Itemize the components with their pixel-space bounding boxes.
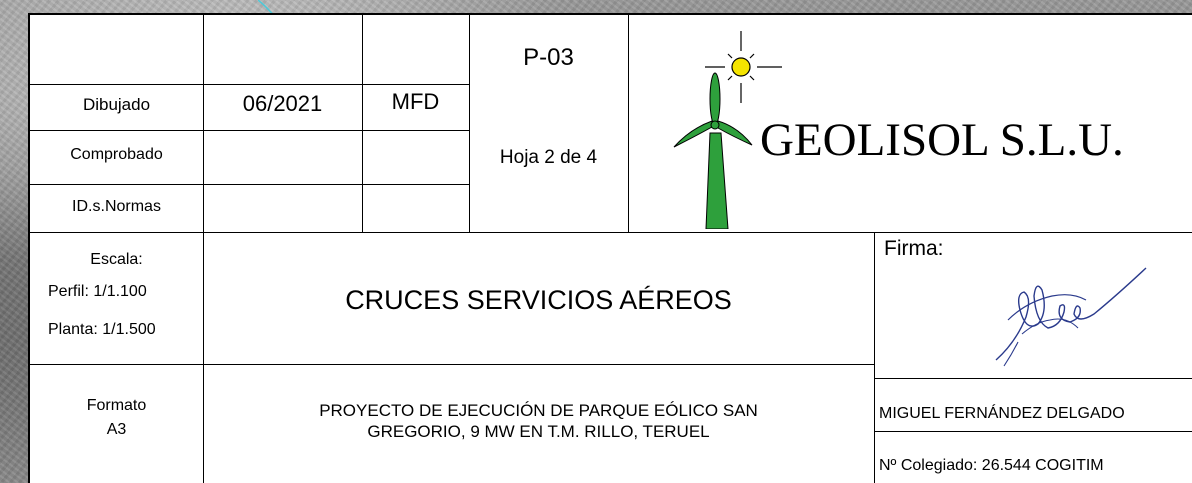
drawn-by-label: Dibujado xyxy=(82,95,151,114)
grid-line xyxy=(30,84,469,85)
plan-code: P-03 xyxy=(523,44,574,71)
project-line-1: PROYECTO DE EJECUCIÓN DE PARQUE EÓLICO S… xyxy=(319,401,758,420)
scale-label: Escala: xyxy=(90,251,143,268)
signature-label: Firma: xyxy=(884,237,944,260)
grid-line xyxy=(628,15,629,232)
standards-label: ID.s.Normas xyxy=(72,198,161,215)
engineer-license: Nº Colegiado: 26.544 COGITIM xyxy=(879,457,1104,474)
turbine-icon xyxy=(673,72,753,229)
scale-plan: Planta: 1/1.500 xyxy=(48,321,156,338)
grid-line xyxy=(30,130,469,131)
title-block: Dibujado 06/2021 MFD Comprobado ID.s.Nor… xyxy=(28,13,1192,483)
grid-line xyxy=(874,431,1192,432)
grid-line xyxy=(203,15,204,483)
format-label: Formato xyxy=(86,397,147,414)
wind-turbine-logo-icon xyxy=(673,31,782,229)
grid-line xyxy=(30,184,469,185)
company-name: GEOLISOL S.L.U. xyxy=(760,114,1124,166)
sun-icon xyxy=(705,31,782,103)
grid-line xyxy=(30,364,874,365)
scale-profile: Perfil: 1/1.100 xyxy=(48,283,147,300)
grid-line xyxy=(30,232,1192,233)
format-value: A3 xyxy=(106,421,127,438)
checked-label: Comprobado xyxy=(70,146,163,163)
handwritten-signature xyxy=(995,267,1147,367)
project-line-2: GREGORIO, 9 MW EN T.M. RILLO, TERUEL xyxy=(367,422,710,441)
sheet-number: Hoja 2 de 4 xyxy=(499,147,598,168)
grid-line xyxy=(874,378,1192,379)
drawing-title: CRUCES SERVICIOS AÉREOS xyxy=(345,285,732,315)
grid-line xyxy=(362,15,363,232)
drawn-initials: MFD xyxy=(391,89,440,114)
grid-line xyxy=(469,15,470,232)
drawn-date: 06/2021 xyxy=(242,91,323,116)
engineer-name: MIGUEL FERNÁNDEZ DELGADO xyxy=(879,405,1125,422)
grid-line xyxy=(874,232,875,483)
